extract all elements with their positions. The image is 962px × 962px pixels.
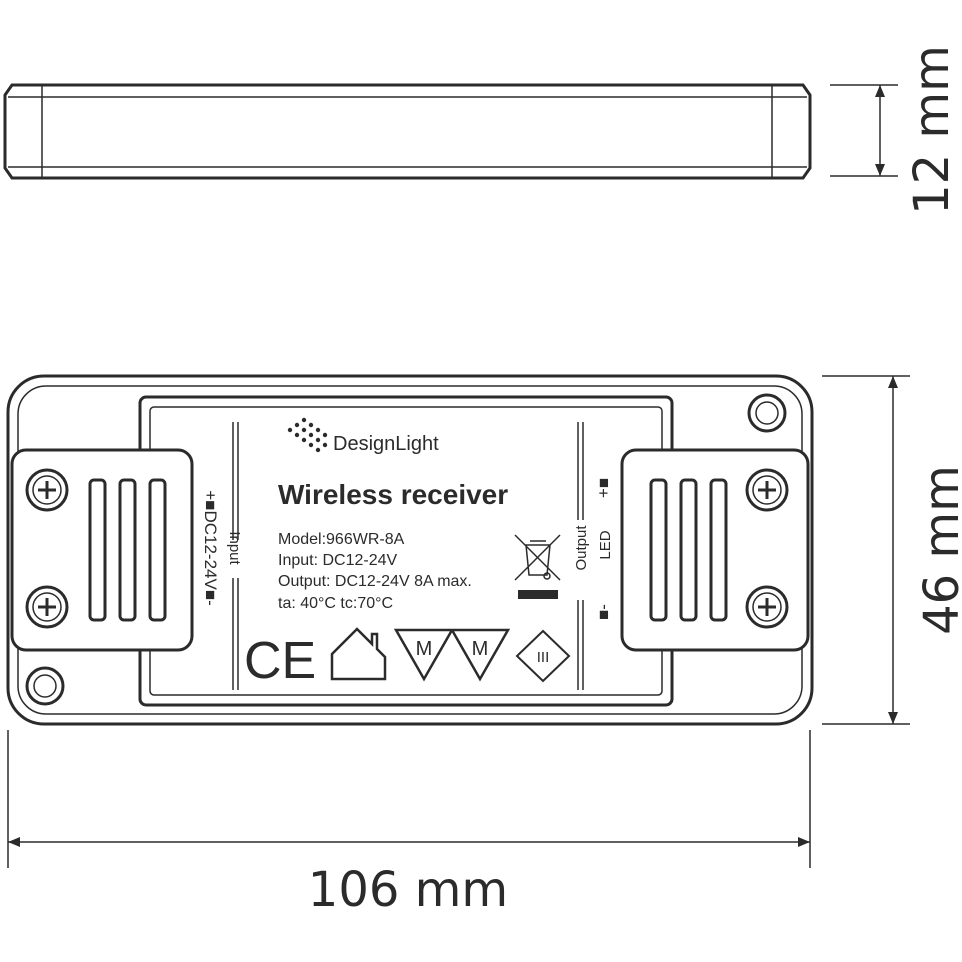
ce-mark-icon: CE: [244, 632, 316, 690]
width-label: 46 mm: [914, 465, 962, 635]
spec-input: Input: DC12-24V: [278, 552, 398, 569]
spec-output: Output: DC12-24V 8A max.: [278, 573, 472, 590]
input-label: Input: [226, 531, 243, 565]
side-view: [3, 83, 812, 180]
height-dimension: 12 mm: [830, 45, 960, 215]
weee-bin-icon: [514, 534, 561, 599]
spec-model: Model:966WR-8A: [278, 531, 405, 548]
mounting-holes: [25, 393, 787, 706]
length-dimension: 106 mm: [7, 730, 811, 918]
output-plus: +■: [594, 478, 613, 498]
height-label: 12 mm: [904, 45, 960, 215]
designlight-logo-icon: [287, 417, 328, 453]
top-view: [6, 374, 814, 726]
m-mark-right: M: [472, 638, 489, 660]
input-polarity: +■DC12-24V■-: [201, 490, 220, 606]
brand-name: DesignLight: [333, 433, 439, 455]
led-label: LED: [597, 530, 614, 559]
indoor-use-icon: [330, 627, 387, 681]
class-iii-label: III: [537, 649, 550, 666]
m-mark-icons: M M: [393, 628, 511, 682]
product-label: DesignLight Wireless receiver Model:966W…: [201, 417, 614, 690]
spec-temperature: ta: 40°C tc:70°C: [278, 595, 393, 612]
product-title: Wireless receiver: [278, 479, 508, 510]
output-minus: ■-: [594, 604, 613, 620]
m-mark-left: M: [416, 638, 433, 660]
output-label: Output: [573, 525, 590, 571]
length-label: 106 mm: [308, 862, 508, 918]
screw-icons: [25, 468, 789, 629]
class-iii-icon: III: [515, 629, 571, 683]
width-dimension: 46 mm: [822, 375, 962, 725]
terminal-slots: [88, 478, 728, 622]
